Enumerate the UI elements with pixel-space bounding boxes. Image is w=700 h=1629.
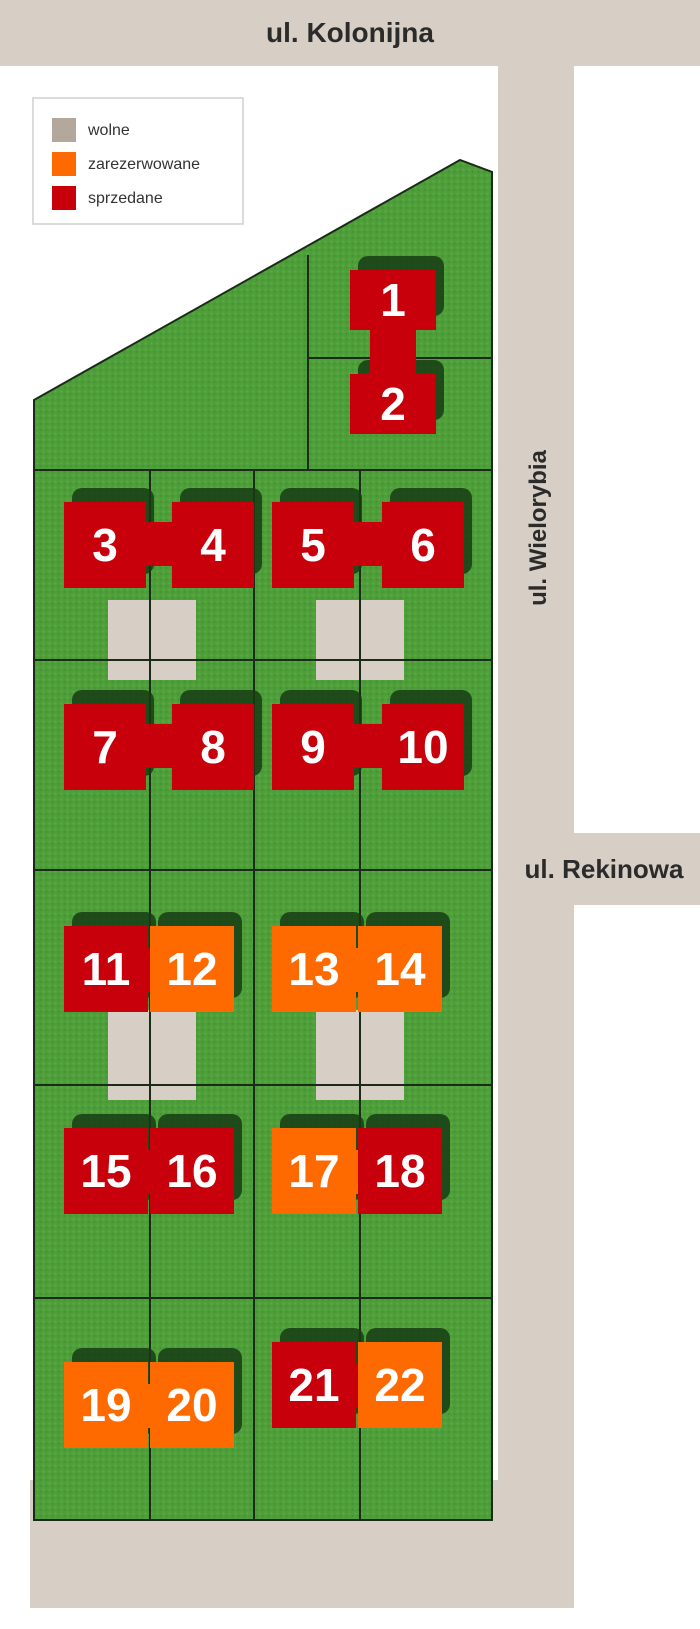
house-number-label: 13 — [288, 943, 339, 995]
house-8[interactable]: 8 — [172, 704, 254, 790]
house-footprint-sold[interactable] — [64, 926, 148, 1012]
house-number-label: 6 — [410, 519, 436, 571]
house-number-label: 8 — [200, 721, 226, 773]
legend-label-reserved: zarezerwowane — [88, 156, 200, 173]
house-number-label: 3 — [92, 519, 118, 571]
legend-label-sold: sprzedane — [88, 190, 163, 207]
house-number-label: 1 — [380, 274, 406, 326]
house-16[interactable]: 16 — [150, 1128, 234, 1214]
house-19[interactable]: 19 — [64, 1362, 148, 1448]
house-number-label: 10 — [397, 721, 448, 773]
house-footprint-sold[interactable] — [350, 374, 436, 434]
legend-swatch-sold — [52, 186, 76, 210]
house-number-label: 4 — [200, 519, 226, 571]
legend-swatch-reserved — [52, 152, 76, 176]
legend: wolne zarezerwowane sprzedane — [32, 97, 244, 225]
house-footprint-sold[interactable] — [172, 502, 254, 588]
house-number-label: 9 — [300, 721, 326, 773]
house-number-label: 5 — [300, 519, 326, 571]
house-footprint-sold[interactable] — [358, 1128, 442, 1214]
house-footprint-reserved[interactable] — [358, 1342, 442, 1428]
house-12[interactable]: 12 — [150, 926, 234, 1012]
house-footprint-reserved[interactable] — [150, 1362, 234, 1448]
house-17[interactable]: 17 — [272, 1128, 356, 1214]
house-number-label: 7 — [92, 721, 118, 773]
legend-swatch-free — [52, 118, 76, 142]
street-label-rekinowa: ul. Rekinowa — [525, 854, 684, 884]
house-footprint-reserved[interactable] — [64, 1362, 148, 1448]
house-14[interactable]: 14 — [358, 926, 442, 1012]
house-footprint-sold[interactable] — [64, 502, 146, 588]
house-21[interactable]: 21 — [272, 1342, 356, 1428]
road-kolonijna — [0, 0, 700, 66]
house-number-label: 16 — [166, 1145, 217, 1197]
house-22[interactable]: 22 — [358, 1342, 442, 1428]
house-footprint-sold[interactable] — [64, 704, 146, 790]
house-footprint-reserved[interactable] — [272, 1128, 356, 1214]
house-13[interactable]: 13 — [272, 926, 356, 1012]
house-connector — [354, 522, 382, 566]
house-footprint-sold[interactable] — [350, 270, 436, 330]
house-1[interactable]: 1 — [350, 270, 436, 330]
house-number-label: 19 — [80, 1379, 131, 1431]
house-footprint-sold[interactable] — [382, 704, 464, 790]
road-rekinowa — [498, 833, 700, 905]
house-7[interactable]: 7 — [64, 704, 146, 790]
house-20[interactable]: 20 — [150, 1362, 234, 1448]
house-4[interactable]: 4 — [172, 502, 254, 588]
legend-label-free: wolne — [87, 122, 130, 139]
house-number-label: 12 — [166, 943, 217, 995]
house-connector — [146, 724, 172, 768]
house-footprint-sold[interactable] — [64, 1128, 148, 1214]
house-footprint-sold[interactable] — [172, 704, 254, 790]
house-9[interactable]: 9 — [272, 704, 354, 790]
house-footprint-sold[interactable] — [150, 1128, 234, 1214]
house-number-label: 22 — [374, 1359, 425, 1411]
house-footprint-sold[interactable] — [272, 502, 354, 588]
house-connector — [370, 330, 416, 374]
house-connector — [146, 522, 172, 566]
house-18[interactable]: 18 — [358, 1128, 442, 1214]
house-3[interactable]: 3 — [64, 502, 146, 588]
house-footprint-reserved[interactable] — [150, 926, 234, 1012]
house-number-label: 21 — [288, 1359, 339, 1411]
house-10[interactable]: 10 — [382, 704, 464, 790]
house-number-label: 15 — [80, 1145, 131, 1197]
house-connector — [354, 724, 382, 768]
house-6[interactable]: 6 — [382, 502, 464, 588]
house-number-label: 11 — [82, 943, 131, 995]
house-footprint-sold[interactable] — [272, 1342, 356, 1428]
house-footprint-reserved[interactable] — [272, 926, 356, 1012]
house-15[interactable]: 15 — [64, 1128, 148, 1214]
house-5[interactable]: 5 — [272, 502, 354, 588]
house-footprint-sold[interactable] — [272, 704, 354, 790]
house-footprint-reserved[interactable] — [358, 926, 442, 1012]
house-11[interactable]: 11 — [64, 926, 148, 1012]
house-number-label: 17 — [288, 1145, 339, 1197]
house-number-label: 14 — [374, 943, 426, 995]
house-number-label: 20 — [166, 1379, 217, 1431]
house-footprint-sold[interactable] — [382, 502, 464, 588]
house-2[interactable]: 2 — [350, 374, 436, 434]
street-label-wielorybia: ul. Wielorybia — [525, 449, 552, 605]
house-number-label: 2 — [380, 378, 406, 430]
street-label-kolonijna: ul. Kolonijna — [266, 17, 434, 48]
house-number-label: 18 — [374, 1145, 425, 1197]
